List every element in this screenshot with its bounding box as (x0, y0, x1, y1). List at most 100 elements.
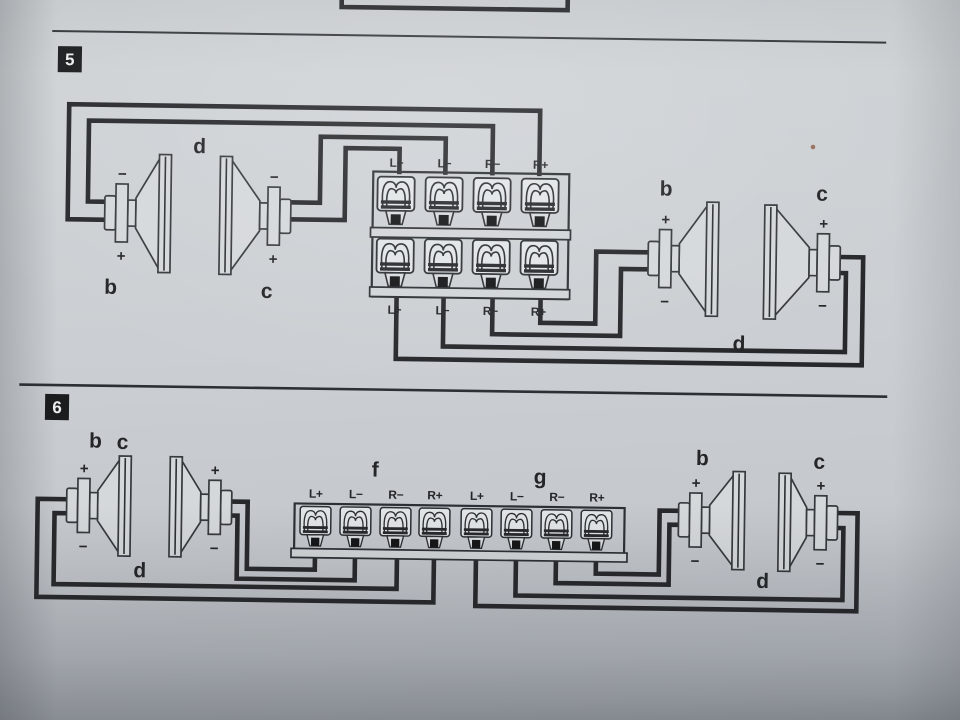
terminal-strip-rail (290, 547, 628, 563)
polarity-sign-bottom: − (818, 298, 827, 315)
polarity-sign-top: + (819, 216, 828, 233)
speaker-cone (678, 202, 709, 316)
terminal-clip (579, 509, 613, 551)
speaker: +−b (677, 447, 747, 571)
polarity-sign-top: + (692, 475, 701, 492)
speaker-magnet (65, 487, 79, 524)
figure5-speakers: −+b−+c+−b+−c (103, 153, 842, 320)
speaker-cone (134, 154, 162, 273)
figure5-number-box (57, 46, 83, 73)
speaker-board-inner-line (123, 458, 127, 555)
speaker: −+c (218, 155, 292, 303)
speaker-board-inner-line (768, 207, 772, 318)
fig6-wire-t2-to-left-c (230, 513, 358, 583)
fig5-wire-rplus-to-right-b (537, 249, 650, 326)
fig6-wire-t8-to-right-b (593, 508, 680, 577)
fig6-wire-left-inner (51, 510, 400, 592)
terminal-label: L+ (470, 489, 484, 503)
speaker-terminal-plate (657, 228, 673, 289)
speaker-neck (670, 244, 681, 273)
polarity-sign-top: + (661, 212, 670, 229)
speaker-terminal-plate (266, 186, 281, 247)
fig5-wire-lminus-to-left-c (287, 134, 449, 206)
speaker-cone (179, 456, 202, 557)
terminal-clip (499, 508, 533, 550)
polarity-sign-top: + (80, 460, 89, 477)
speaker-board-inner-line (174, 458, 178, 555)
speaker: +−c (776, 451, 839, 573)
speaker-terminal-plate (815, 232, 831, 293)
figure6-terminal-strip: L+L−R−R+L+L−R−R+ (290, 487, 628, 563)
wire-label: d (133, 559, 146, 582)
speaker-cone (708, 472, 736, 570)
polarity-sign-bottom: + (117, 248, 126, 265)
terminal-clip (459, 507, 493, 550)
speaker-board-inner-line (783, 475, 786, 570)
figure6-section: 6 b c L+L−R−R+L+L−R−R+ +−+−+−b+−c f g d … (34, 393, 860, 614)
terminal-label: R− (483, 304, 499, 318)
fig5-wire-rminus-to-right-b (489, 266, 650, 339)
figure6-speakers: +−+−+−b+−c (65, 447, 839, 573)
section-divider (19, 383, 888, 398)
figure6-wires (34, 496, 860, 614)
terminal-label: L− (435, 303, 449, 317)
fig6-wire-left-outer (34, 496, 437, 605)
terminal-group-label-g: g (534, 466, 547, 489)
terminal-clip (299, 505, 332, 547)
terminal-label: R+ (589, 491, 605, 505)
speaker-terminal-plate (813, 494, 828, 551)
polarity-sign-bottom: − (210, 540, 219, 557)
speaker: +− (65, 455, 133, 557)
fig5-wire-lplus-to-right-c (393, 254, 866, 368)
polarity-sign-top: − (270, 169, 279, 186)
terminal-block-rail (368, 286, 571, 301)
speaker: +−b (647, 177, 720, 318)
speaker-terminal-plate (688, 492, 703, 548)
speaker-board-inner-line (737, 473, 740, 568)
speaker-magnet (103, 194, 117, 231)
figure5-wires (65, 101, 866, 368)
speaker-label: c (816, 183, 828, 206)
speaker-cone (96, 456, 122, 556)
fig5-wire-rminus-to-left-b (85, 118, 496, 205)
terminal-block-shelf (369, 226, 572, 241)
fig6-wire-right-outer (472, 510, 860, 614)
terminal-label: R+ (531, 305, 547, 319)
speaker-board-inner-line (710, 204, 714, 315)
speaker-neck (126, 199, 137, 228)
speaker: + − c (762, 183, 842, 320)
speaker-neck (808, 248, 819, 277)
speaker-terminal-plate (207, 479, 222, 536)
speaker-board-inner-line (163, 156, 167, 271)
speaker: +− (168, 455, 233, 558)
speaker-neck (88, 491, 99, 520)
fig5-wire-rplus-to-left-b (65, 101, 543, 223)
speaker-pair-label-c: c (117, 431, 129, 454)
speaker-terminal-plate (76, 477, 91, 534)
polarity-sign-bottom: − (690, 553, 699, 570)
polarity-sign-top: + (816, 478, 825, 495)
terminal-label: L+ (387, 303, 401, 317)
photo-tilt-group: 5 L+L+L−L−R−R−R+R+ −+b−+c+−b+−c d d 6 b (19, 0, 888, 614)
fig6-wire-t7-to-right-b (553, 522, 680, 587)
speaker-magnet (278, 198, 292, 235)
terminal-label: L+ (389, 156, 403, 170)
speaker-neck (199, 493, 210, 522)
partial-frame-of-figure-above (339, 0, 571, 13)
speaker-neck (258, 202, 269, 230)
terminal-clip (471, 238, 511, 289)
polarity-sign-bottom: + (269, 251, 278, 268)
terminal-clip (423, 238, 463, 289)
polarity-sign-top: − (118, 166, 127, 183)
fig5-wire-lplus-to-left-c (287, 145, 402, 223)
polarity-sign-top: + (211, 462, 220, 479)
speaker-cone (229, 156, 261, 275)
terminal-clip (519, 239, 559, 290)
terminal-clip (472, 176, 512, 227)
terminal-label: R+ (427, 488, 443, 502)
polarity-sign-bottom: − (815, 556, 824, 573)
fig6-wire-right-inner (513, 525, 846, 603)
speaker-label: b (104, 276, 117, 299)
polarity-sign-bottom: − (79, 538, 88, 555)
